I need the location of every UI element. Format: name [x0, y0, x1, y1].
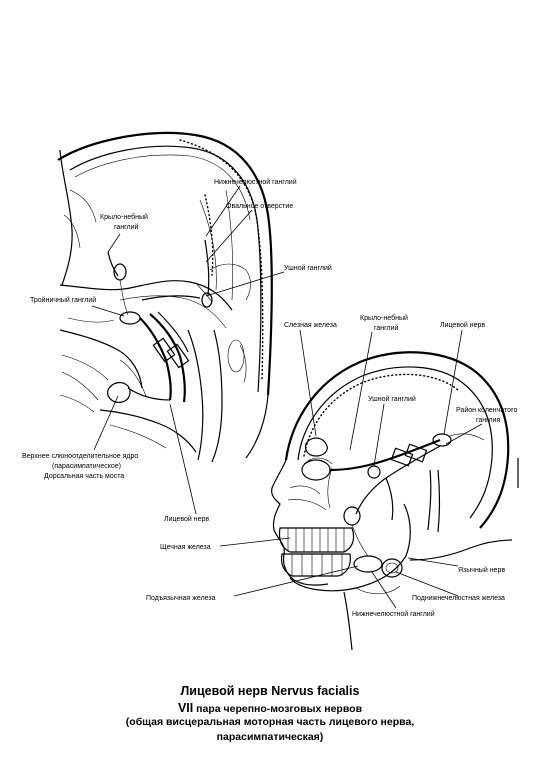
label-lingual-nerve: Язычный нерв: [458, 566, 505, 574]
label-mandibular-ganglion-top: Нижнечелюстной ганглий: [214, 178, 297, 186]
label-buccal-gland: Щечная железа: [160, 544, 211, 551]
label-pterygopalatine-ganglion-right-2: ганглий: [374, 324, 399, 332]
caption-note-line-1: (общая висцеральная моторная часть лицев…: [125, 716, 415, 728]
caption-note-line-2: парасимпатическая): [216, 731, 324, 743]
label-submandibular-gland: Поднижнечелюстная железа: [412, 595, 505, 602]
caption-title: Лицевой нерв Nervus facialis: [180, 684, 360, 698]
label-trigeminal-ganglion: Тройничный ганглий: [30, 296, 96, 304]
label-facial-nerve-right: Лицевой нерв: [440, 321, 485, 329]
label-dorsal-pons: Дорсальная часть моста: [44, 473, 124, 480]
label-pterygopalatine-ganglion-top-2: ганглий: [114, 223, 139, 231]
caption-roman-numeral: VII: [177, 701, 194, 715]
head-illustration: [271, 351, 519, 651]
label-lacrimal-gland: Слезная железа: [284, 322, 337, 329]
skull-section-illustration: [57, 131, 273, 463]
caption-subtitle-text: пара черепно-мозговых нервов: [193, 703, 363, 715]
label-facial-nerve-left: Лицевой нерв: [164, 515, 209, 523]
label-mandibular-ganglion-bottom: Нижнечелюстной ганглий: [352, 610, 435, 618]
label-pterygopalatine-ganglion-right-1: Крыло-небный: [360, 314, 408, 322]
label-otic-ganglion-top: Ушной ганглий: [284, 264, 332, 272]
diagram-labels: Нижнечелюстной ганглий Овальное отверсти…: [22, 178, 517, 618]
label-otic-ganglion-right: Ушной ганглий: [368, 395, 416, 403]
label-geniculate-region-2: ганглия: [476, 417, 501, 424]
label-pterygopalatine-ganglion-top-1: Крыло-небный: [100, 213, 148, 221]
label-salivatory-nucleus-2: (парасимпатическое): [52, 463, 121, 470]
label-foramen-ovale: Овальное отверстие: [226, 203, 293, 210]
label-geniculate-region-1: Район коленчатого: [456, 406, 517, 414]
label-salivatory-nucleus-1: Верхнее слюноотделительное ядро: [22, 453, 138, 460]
label-sublingual-gland: Подъязычная железа: [146, 595, 216, 602]
label-leader-lines: [91, 185, 483, 609]
caption-subtitle: VII пара черепно-мозговых нервов: [0, 701, 540, 715]
